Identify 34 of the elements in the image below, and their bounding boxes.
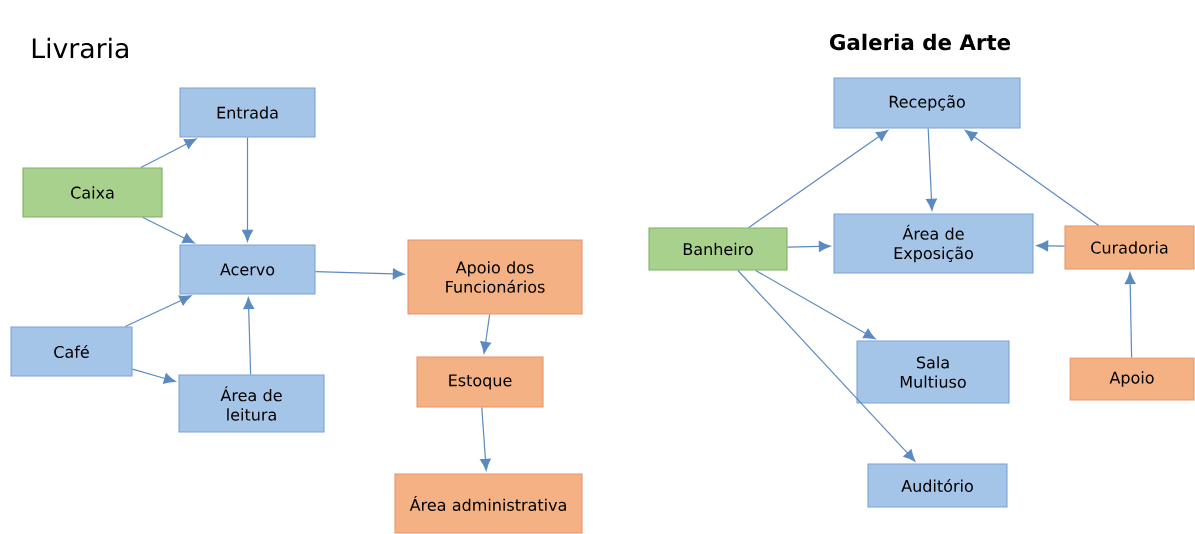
- room-box: Acervo: [179, 244, 316, 295]
- room-box: Área administrativa: [394, 473, 583, 534]
- panel-title: Livraria: [32, 37, 128, 59]
- room-box: Apoio dos Funcionários: [407, 239, 583, 315]
- room-box: Auditório: [867, 463, 1008, 508]
- room-box: Café: [10, 326, 133, 377]
- arrow: [786, 240, 831, 252]
- arrow: [140, 138, 197, 169]
- arrow: [142, 216, 195, 244]
- room-box: Área de leitura: [178, 374, 325, 433]
- room-box: Sala Multiuso: [856, 340, 1010, 404]
- arrow: [314, 268, 405, 280]
- room-box: Entrada: [179, 87, 316, 138]
- room-box: Caixa: [22, 167, 163, 218]
- arrow: [737, 269, 916, 462]
- arrow: [480, 406, 491, 471]
- arrow: [1036, 240, 1066, 252]
- arrow: [755, 269, 876, 340]
- room-box: Apoio: [1069, 357, 1195, 401]
- arrow: [480, 313, 492, 354]
- arrow: [242, 136, 253, 242]
- arrow: [748, 129, 889, 229]
- panel-title: Galeria de Arte: [829, 33, 1011, 51]
- room-box: Curadoria: [1064, 225, 1195, 270]
- room-box: Área de Exposição: [833, 213, 1034, 274]
- arrow: [243, 297, 255, 376]
- arrow: [964, 129, 1100, 227]
- arrow: [926, 127, 937, 211]
- arrow: [124, 295, 192, 328]
- room-box: Estoque: [416, 356, 544, 408]
- room-box: Recepção: [833, 77, 1021, 129]
- arrow: [131, 368, 176, 384]
- arrow: [1124, 272, 1136, 359]
- room-box: Banheiro: [648, 227, 788, 271]
